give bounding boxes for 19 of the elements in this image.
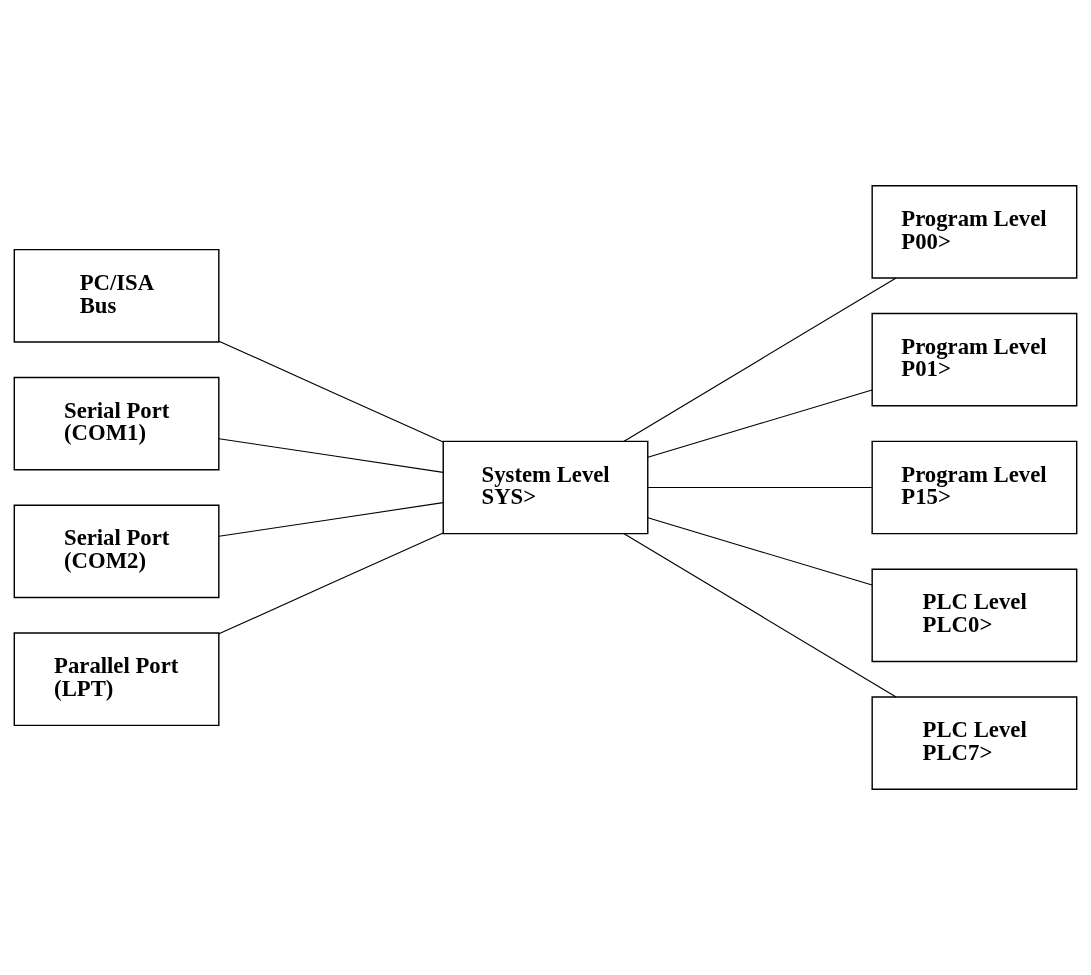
node-box: Serial Port (COM1) bbox=[13, 376, 220, 471]
connector bbox=[218, 502, 444, 537]
connector bbox=[218, 340, 444, 443]
connector bbox=[623, 533, 897, 698]
connector bbox=[218, 438, 444, 473]
connector bbox=[623, 277, 897, 442]
node-box: Serial Port (COM2) bbox=[13, 504, 220, 599]
node-box: Program Level P00> bbox=[871, 184, 1078, 279]
node-box: PC/ISA Bus bbox=[13, 248, 220, 343]
connector bbox=[647, 517, 873, 586]
node-box: Program Level P01> bbox=[871, 312, 1078, 407]
node-box: PLC Level PLC7> bbox=[871, 696, 1078, 791]
connector bbox=[647, 389, 873, 458]
node-box: Program Level P15> bbox=[871, 440, 1078, 535]
node-box: PLC Level PLC0> bbox=[871, 568, 1078, 663]
node-box: System Level SYS> bbox=[442, 440, 649, 535]
node-box: Parallel Port (LPT) bbox=[13, 632, 220, 727]
connector bbox=[218, 532, 444, 635]
connector bbox=[647, 486, 873, 489]
